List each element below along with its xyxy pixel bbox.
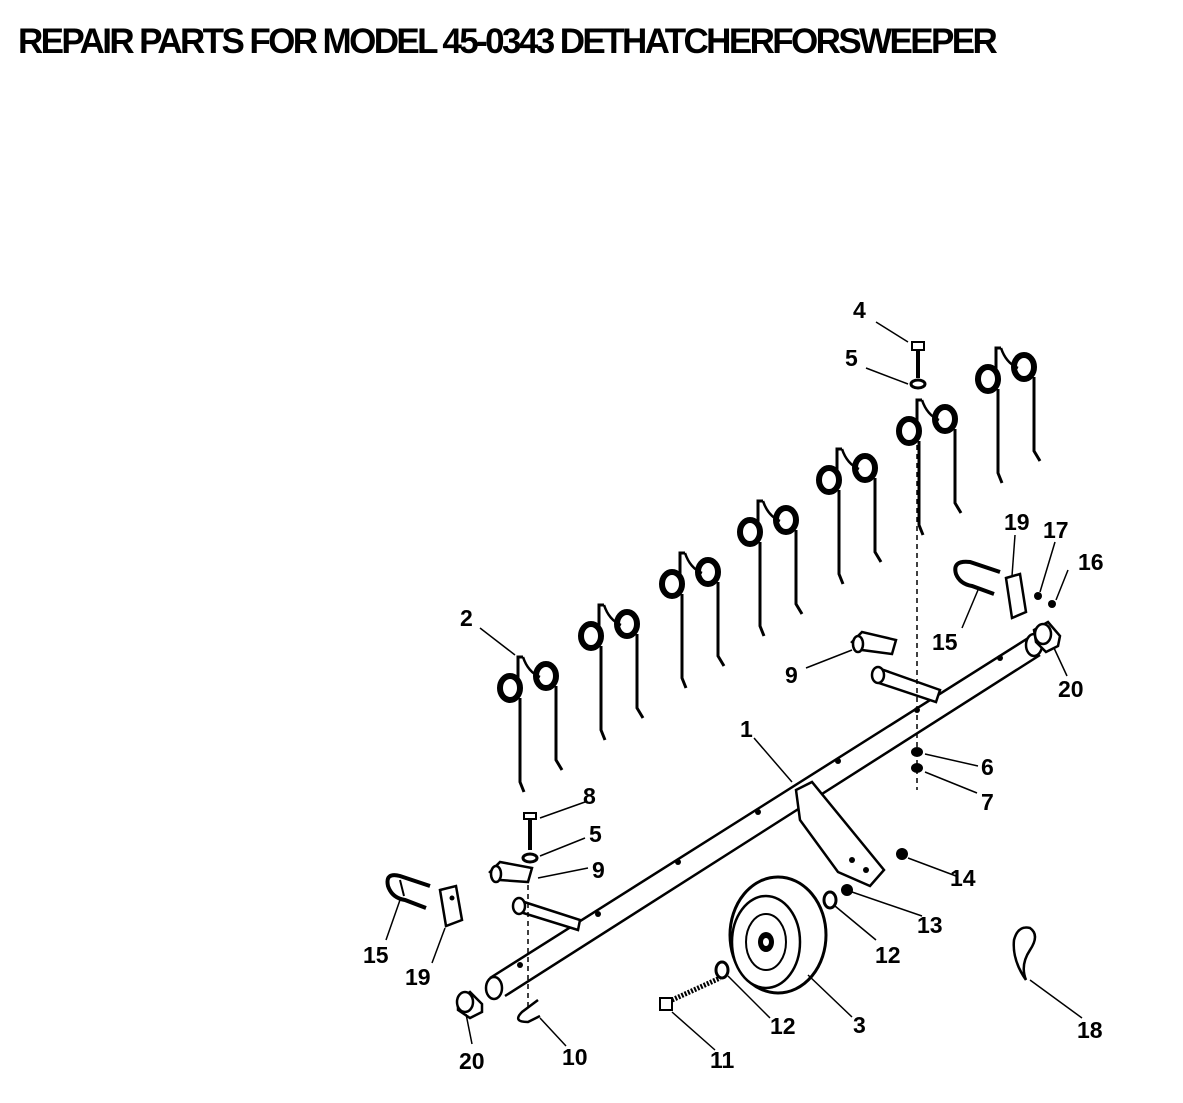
label-part-20: 20: [1058, 676, 1084, 702]
hardware: [516, 341, 1056, 1024]
label-part-18: 18: [1077, 1017, 1103, 1043]
label-part-9: 9: [785, 662, 798, 688]
spring-tines: [500, 348, 1040, 792]
wheel-bracket: [794, 780, 886, 888]
label-part-5: 5: [589, 821, 602, 847]
label-part-3: 3: [853, 1012, 866, 1038]
label-part-1: 1: [740, 716, 753, 742]
label-part-20: 20: [459, 1048, 485, 1074]
label-part-9: 9: [592, 857, 605, 883]
end-cap: [1032, 620, 1062, 654]
mount-bracket: [488, 860, 534, 884]
label-part-17: 17: [1043, 517, 1069, 543]
label-part-19: 19: [1004, 509, 1030, 535]
label-part-7: 7: [981, 789, 994, 815]
u-plate: [1004, 572, 1028, 620]
label-part-15: 15: [932, 629, 958, 655]
label-part-10: 10: [562, 1044, 588, 1070]
label-part-12: 12: [875, 942, 901, 968]
side-arm: [870, 665, 942, 704]
label-part-8: 8: [583, 783, 596, 809]
wheel: [728, 875, 828, 995]
label-part-2: 2: [460, 605, 473, 631]
diagram-title: REPAIR PARTS FOR MODEL 45-0343 DETHATCHE…: [18, 22, 998, 61]
side-arm: [511, 896, 582, 932]
label-part-14: 14: [950, 865, 976, 891]
u-plate: [438, 884, 464, 928]
label-part-11: 11: [710, 1047, 735, 1073]
label-part-19: 19: [405, 964, 431, 990]
label-part-13: 13: [917, 912, 943, 938]
part-labels: 1 2 3 4 5 5 6 7 8 9 9 10 11 12 12 13 14 …: [363, 297, 1104, 1074]
label-part-6: 6: [981, 754, 994, 780]
label-part-16: 16: [1078, 549, 1104, 575]
label-part-12: 12: [770, 1013, 796, 1039]
end-cap: [455, 990, 484, 1020]
mount-bracket: [850, 630, 898, 656]
u-bolt: [953, 559, 1001, 596]
label-part-5: 5: [845, 345, 858, 371]
label-part-15: 15: [363, 942, 389, 968]
leader-lines: [385, 321, 1083, 1051]
label-part-4: 4: [853, 297, 866, 323]
u-bolt: [385, 873, 431, 910]
